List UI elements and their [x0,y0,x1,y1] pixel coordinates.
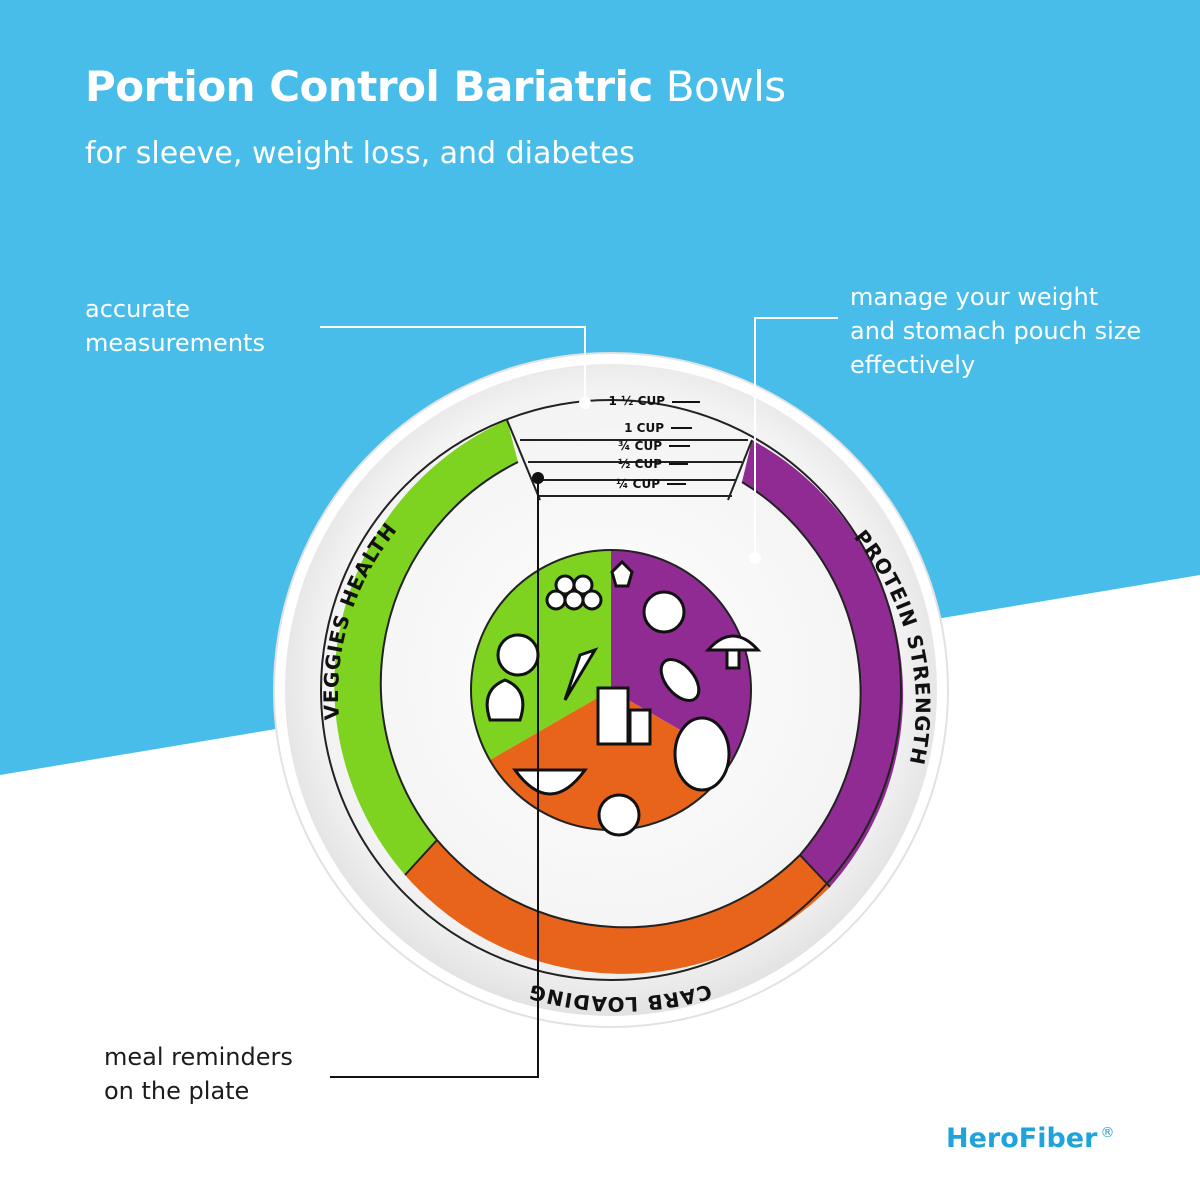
band-protein [742,440,904,887]
callout-line: accurate [85,295,191,323]
cup-mark-1: 1 CUP [624,421,664,435]
brand-logo: HeroFiber® [946,1123,1114,1154]
title-bold: Portion Control Bariatric [85,62,653,111]
carrot-icon [563,647,599,701]
mushroom-icon [704,634,762,670]
milk-carton-icon [596,686,630,746]
kiwi-icon [597,793,641,837]
page-title: Portion Control Bariatric Bowls [85,62,786,111]
cup-mark-3-4: ¾ CUP [618,439,662,453]
grapes-icon [545,574,603,611]
callout-line: meal reminders [104,1043,293,1071]
registered-mark: ® [1100,1125,1115,1141]
apple-icon [496,633,540,677]
callout-lines [320,317,838,555]
food-plate [470,549,762,837]
callout-line: effectively [850,351,976,379]
callout-reminders: meal reminders on the plate [104,1040,293,1108]
peach-icon [642,590,686,634]
glass-icon [628,708,652,746]
measuring-scale [506,419,753,501]
callout-line: manage your weight [850,283,1099,311]
cup-mark-1-2: ½ CUP [618,457,662,471]
brand-name: HeroFiber [946,1123,1098,1154]
cup-mark-1-4: ¼ CUP [616,477,660,491]
pineapple-icon [673,716,731,792]
callout-line: measurements [85,329,265,357]
cup-mark-1-5: 1 ½ CUP [609,394,666,408]
page-subtitle: for sleeve, weight loss, and diabetes [85,136,635,171]
leaf-icon [610,559,634,588]
band-veggies [334,420,518,875]
salad-bowl-icon [512,768,588,796]
band-carb [405,840,830,974]
garlic-icon [485,678,525,722]
callout-line: on the plate [104,1077,250,1105]
eggplant-icon [659,658,701,702]
callout-weight: manage your weight and stomach pouch siz… [850,280,1141,382]
title-light: Bowls [665,62,786,111]
callout-measurements: accurate measurements [85,292,265,360]
callout-line: and stomach pouch size [850,317,1142,345]
